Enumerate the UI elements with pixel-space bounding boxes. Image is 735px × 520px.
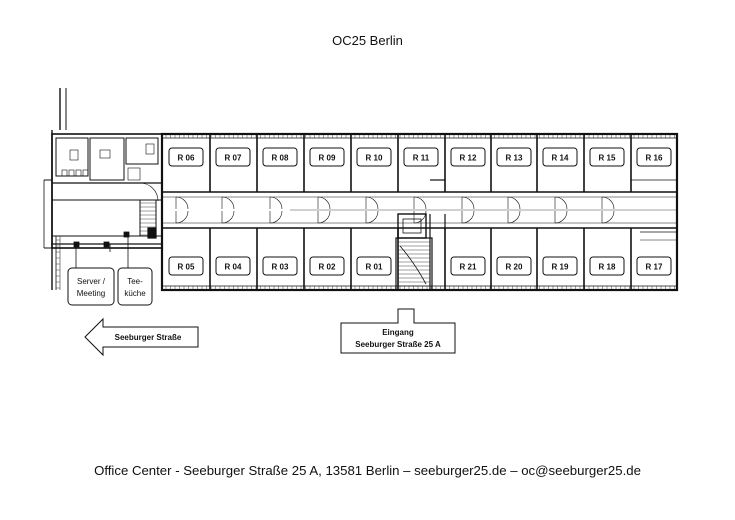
room-label: R 19 — [552, 263, 569, 272]
door-swing — [413, 210, 427, 224]
column — [147, 227, 157, 239]
door-swing — [175, 196, 189, 210]
room-tag-r15: R 15 — [589, 147, 625, 167]
door-swing — [269, 210, 283, 224]
room-label: R 07 — [225, 154, 242, 163]
room-tag-r07: R 07 — [215, 147, 251, 167]
server-meeting-room: Server / Meeting — [67, 267, 115, 306]
stair-curve — [139, 182, 159, 202]
door-swing — [554, 210, 568, 224]
elevator-inner — [402, 218, 422, 234]
room-label: R 10 — [366, 154, 383, 163]
door-swing — [317, 196, 331, 210]
kitchen-label-line2: küche — [124, 289, 146, 298]
stair-core — [395, 237, 433, 291]
fixture — [75, 169, 82, 177]
room-label: R 18 — [599, 263, 616, 272]
room-label: R 14 — [552, 154, 569, 163]
door-swing — [221, 196, 235, 210]
room-label: R 17 — [646, 263, 663, 272]
door-swing — [365, 210, 379, 224]
room-label: R 12 — [460, 154, 477, 163]
room-tag-r20: R 20 — [496, 256, 532, 276]
restroom — [125, 137, 159, 165]
room-tag-r19: R 19 — [542, 256, 578, 276]
building-structure — [43, 88, 679, 292]
door-swing — [221, 210, 235, 224]
room-tag-r03: R 03 — [262, 256, 298, 276]
room-tag-r17: R 17 — [636, 256, 672, 276]
footer-contact: Office Center - Seeburger Straße 25 A, 1… — [94, 463, 641, 478]
room-label: R 15 — [599, 154, 616, 163]
door-swing — [601, 210, 615, 224]
kitchen-label-line1: Tee- — [127, 277, 143, 286]
door-swing — [554, 196, 568, 210]
street-arrow-label: Seeburger Straße — [115, 333, 182, 342]
fixture — [82, 169, 89, 177]
room-tag-r02: R 02 — [309, 256, 345, 276]
door-swing — [461, 196, 475, 210]
room-tag-r21: R 21 — [450, 256, 486, 276]
entrance-label-line1: Eingang — [382, 328, 414, 337]
room-label: R 06 — [178, 154, 195, 163]
column — [73, 241, 80, 248]
room-tag-r05: R 05 — [168, 256, 204, 276]
door-swing — [175, 210, 189, 224]
room-label: R 13 — [506, 154, 523, 163]
stair-curve — [399, 245, 427, 285]
room-label: R 16 — [646, 154, 663, 163]
street-arrow: Seeburger Straße — [84, 317, 199, 357]
door-swing — [507, 196, 521, 210]
page-title: OC25 Berlin — [332, 33, 403, 48]
room-tag-r06: R 06 — [168, 147, 204, 167]
fixture — [145, 143, 155, 155]
room-label: R 05 — [178, 263, 195, 272]
door-swing — [413, 196, 427, 210]
room-label: R 08 — [272, 154, 289, 163]
server-label-line2: Meeting — [77, 289, 105, 298]
column — [103, 241, 110, 248]
door-swing — [317, 210, 331, 224]
room-tag-r16: R 16 — [636, 147, 672, 167]
room-tag-r08: R 08 — [262, 147, 298, 167]
kitchen-room: Tee- küche — [117, 267, 153, 306]
room-tag-r14: R 14 — [542, 147, 578, 167]
room-tag-r18: R 18 — [589, 256, 625, 276]
column — [123, 231, 130, 238]
room-label: R 09 — [319, 154, 336, 163]
room-tag-r10: R 10 — [356, 147, 392, 167]
room-tag-r09: R 09 — [309, 147, 345, 167]
door-swing — [601, 196, 615, 210]
entrance-arrow: Eingang Seeburger Straße 25 A — [340, 308, 456, 354]
door-swing — [269, 196, 283, 210]
room-label: R 02 — [319, 263, 336, 272]
room-tag-r01: R 01 — [356, 256, 392, 276]
room-tag-r04: R 04 — [215, 256, 251, 276]
room-tags: R 06 R 07 R 08 R 09 R 10 R 11 R 12 R 13 R 14 R 15… — [168, 147, 672, 276]
room-tag-r12: R 12 — [450, 147, 486, 167]
room-label: R 01 — [366, 263, 383, 272]
room-label: R 03 — [272, 263, 289, 272]
room-label: R 04 — [225, 263, 242, 272]
door-swing — [507, 210, 521, 224]
fixture — [68, 169, 75, 177]
fixture — [99, 149, 111, 159]
fixture — [69, 149, 79, 161]
room-tag-r13: R 13 — [496, 147, 532, 167]
room-tag-r11: R 11 — [403, 147, 439, 167]
room-label: R 11 — [413, 154, 430, 163]
room-label: R 21 — [460, 263, 477, 272]
elevator — [397, 213, 427, 239]
fixture — [127, 167, 141, 181]
fixture — [61, 169, 68, 177]
restroom — [89, 137, 125, 181]
room-label: R 20 — [506, 263, 523, 272]
door-swing — [461, 210, 475, 224]
server-label-line1: Server / — [77, 277, 106, 286]
entrance-label-line2: Seeburger Straße 25 A — [355, 340, 441, 349]
door-swing — [365, 196, 379, 210]
